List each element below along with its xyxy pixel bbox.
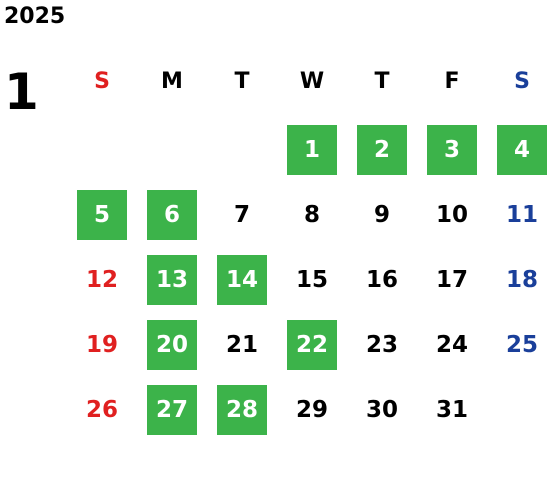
day-cell[interactable]: 30: [365, 397, 398, 423]
weekday-header: M: [161, 69, 183, 94]
day-cell[interactable]: 31: [435, 397, 468, 423]
month-label: 1: [4, 63, 39, 121]
weekday-header: S: [514, 69, 530, 94]
day-cell[interactable]: 27: [147, 385, 197, 435]
day-cell[interactable]: 2: [357, 125, 407, 175]
day-cell[interactable]: 29: [295, 397, 328, 423]
day-cell[interactable]: 17: [435, 267, 468, 293]
day-cell[interactable]: 1: [287, 125, 337, 175]
day-cell[interactable]: 21: [225, 332, 258, 358]
day-cell[interactable]: 12: [85, 267, 118, 293]
day-cell[interactable]: 26: [85, 397, 118, 423]
day-cell[interactable]: 15: [295, 267, 328, 293]
day-cell[interactable]: 9: [373, 202, 390, 228]
day-cell[interactable]: 23: [365, 332, 398, 358]
day-cell[interactable]: 7: [233, 202, 250, 228]
day-cell[interactable]: 25: [505, 332, 538, 358]
weekday-header: F: [444, 69, 460, 94]
year-label: 2025: [4, 4, 66, 29]
day-cell[interactable]: 16: [365, 267, 398, 293]
day-cell[interactable]: 14: [217, 255, 267, 305]
day-cell[interactable]: 3: [427, 125, 477, 175]
day-cell[interactable]: 18: [505, 267, 538, 293]
day-cell[interactable]: 8: [303, 202, 320, 228]
weekday-header: T: [234, 69, 250, 94]
weekday-header: W: [299, 69, 325, 94]
day-cell[interactable]: 11: [505, 202, 538, 228]
weekday-header: S: [94, 69, 110, 94]
day-cell[interactable]: 22: [287, 320, 337, 370]
weekday-header: T: [374, 69, 390, 94]
day-cell[interactable]: 28: [217, 385, 267, 435]
day-cell[interactable]: 19: [85, 332, 118, 358]
day-cell[interactable]: 5: [77, 190, 127, 240]
day-cell[interactable]: 6: [147, 190, 197, 240]
day-cell[interactable]: 4: [497, 125, 547, 175]
day-cell[interactable]: 20: [147, 320, 197, 370]
day-cell[interactable]: 10: [435, 202, 468, 228]
day-cell[interactable]: 13: [147, 255, 197, 305]
day-cell[interactable]: 24: [435, 332, 468, 358]
